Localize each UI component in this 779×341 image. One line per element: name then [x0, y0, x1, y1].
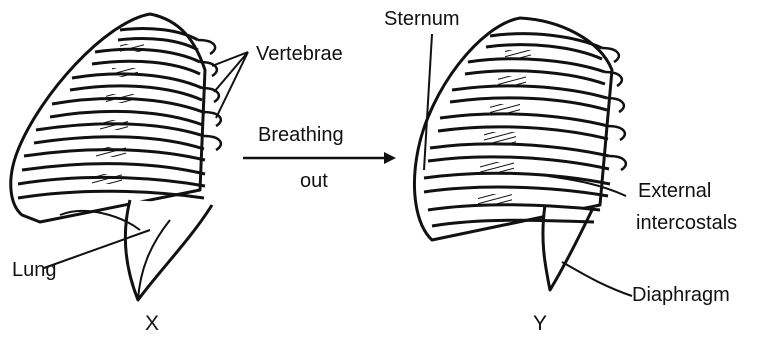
label-out: out: [300, 170, 328, 192]
label-diaphragm: Diaphragm: [632, 284, 730, 306]
label-vertebrae: Vertebrae: [256, 43, 343, 65]
label-intercostals: intercostals: [636, 212, 737, 234]
caption-y: Y: [533, 313, 547, 335]
breathing-arrow: [243, 152, 396, 164]
caption-x: X: [145, 313, 159, 335]
rib-cage-y: [414, 18, 625, 290]
label-breathing: Breathing: [258, 124, 344, 146]
label-lung: Lung: [12, 259, 57, 281]
rib-cage-x: [11, 14, 221, 300]
label-external: External: [638, 180, 711, 202]
label-sternum: Sternum: [384, 8, 460, 30]
